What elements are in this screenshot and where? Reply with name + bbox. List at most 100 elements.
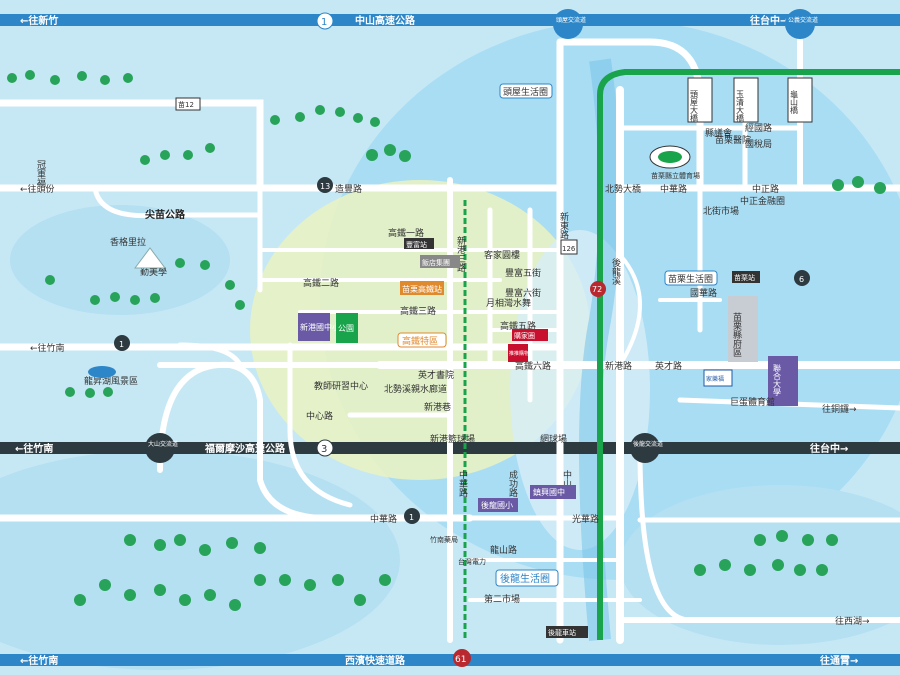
- svg-text:新港國中小: 新港國中小: [300, 322, 340, 332]
- yuqing-bridge-label: 玉清大橋: [736, 90, 745, 123]
- svg-text:豐富站: 豐富站: [406, 240, 427, 249]
- arena-poi[interactable]: 巨蛋體育館: [730, 396, 775, 408]
- trees: [7, 70, 886, 611]
- qinmei-poi[interactable]: 勤美學: [140, 266, 167, 278]
- interchange-gongyi: 公義交流道: [785, 9, 818, 39]
- road-xindong: 新東路: [558, 211, 569, 240]
- svg-text:苗栗縣府區: 苗栗縣府區: [731, 312, 742, 357]
- svg-text:公園: 公園: [338, 324, 354, 333]
- svg-text:推推購物: 推推購物: [509, 350, 529, 357]
- county-police-poi[interactable]: 國稅局: [745, 138, 772, 150]
- bottom-highway-left: ←往竹南: [20, 654, 58, 667]
- zhuoxiang-poi[interactable]: 推推購物: [508, 344, 529, 362]
- park-poi[interactable]: 公園: [336, 313, 358, 343]
- svg-text:苗12: 苗12: [178, 101, 194, 109]
- zone-tezone: 高鐵特區: [402, 335, 438, 347]
- houlong-school-poi[interactable]: 後龍國小: [478, 498, 518, 512]
- svg-text:6: 6: [799, 275, 804, 284]
- miaoli-station-poi[interactable]: 苗栗站: [732, 271, 760, 283]
- road-zhonghua: 中華路: [370, 513, 397, 525]
- zone-houlong: 後龍生活圈: [500, 572, 550, 585]
- shield-1-label: 1: [321, 17, 327, 28]
- road-network: [0, 27, 900, 644]
- second-market-poi[interactable]: 第二市場: [484, 593, 520, 605]
- highway-shield-3-icon: [316, 439, 334, 457]
- xiangge-poi[interactable]: 香格里拉: [110, 236, 146, 248]
- svg-text:頭屋交流道: 頭屋交流道: [556, 16, 586, 24]
- zone-touwu-box: [499, 83, 553, 99]
- gaojia-poi[interactable]: 購家圈: [512, 329, 548, 341]
- shield-6-icon: 6: [794, 270, 810, 286]
- road-houlong-river: 後龍溪: [610, 257, 621, 286]
- gaotie-station-poi[interactable]: 苗栗高鐵站: [400, 281, 444, 295]
- top-highway-right: 往台中→: [750, 14, 788, 27]
- road-to-tongluo: 往銅鑼→: [822, 403, 857, 415]
- stadium-field-icon: [658, 151, 682, 163]
- fengfu-station-poi[interactable]: 豐富站: [404, 238, 434, 249]
- shield-61-label: 61: [455, 655, 466, 665]
- road-gaotie3: 高鐵三路: [400, 305, 436, 317]
- tennis-poi[interactable]: 網球場: [540, 433, 567, 445]
- svg-text:飯店集團: 飯店集團: [422, 258, 450, 267]
- shield-12-icon: 苗12: [175, 97, 201, 111]
- houlong-station-poi[interactable]: 後龍車站: [546, 626, 588, 638]
- svg-text:苗栗高鐵站: 苗栗高鐵站: [402, 284, 442, 294]
- longsheng-poi[interactable]: 龍昇湖風景區: [84, 375, 138, 387]
- road-to-zhunan: ←往竹南: [30, 342, 65, 354]
- southeast-area: [620, 485, 900, 645]
- zone-touwu: 頭屋生活圈: [503, 86, 548, 98]
- taipower-poi[interactable]: 台灣電力: [458, 557, 486, 566]
- yuqing-bridge: [733, 77, 759, 123]
- xingang-lane-poi[interactable]: 新港巷: [424, 401, 451, 413]
- teacher-poi[interactable]: 教師研習中心: [314, 380, 368, 392]
- zhongxian-poi[interactable]: 縣議會: [705, 127, 732, 139]
- pharmacy-poi[interactable]: 竹南藥局: [430, 535, 458, 544]
- beishi-shui-poi[interactable]: 北勢溪親水廊道: [384, 383, 447, 395]
- hotel-poi[interactable]: 飯店集團: [420, 255, 460, 268]
- road-to-toufen: ←往頭份: [20, 183, 55, 195]
- xinhe-poi[interactable]: 鎮興國中: [530, 485, 576, 499]
- zone-miaoli-box: [664, 270, 718, 286]
- shield-1-south-icon: 1: [404, 508, 420, 524]
- road-chenggong: 成功路: [507, 469, 518, 498]
- zhongzheng-market-poi[interactable]: 中正金融圈: [740, 195, 785, 207]
- middle-highway-left: ←往竹南: [15, 442, 53, 455]
- road-jianmiao: 尖苗公路: [145, 208, 186, 221]
- yuexiang-poi[interactable]: 月相灣水舞: [486, 297, 531, 309]
- road-guangan: 光華路: [572, 513, 599, 525]
- road-zhengzheng: 中正路: [752, 183, 779, 195]
- svg-text:聯合大學: 聯合大學: [773, 363, 782, 397]
- xingang-basket-poi[interactable]: 新港籃球場: [430, 433, 475, 445]
- top-highway-left: ←往新竹: [20, 14, 58, 27]
- svg-text:公義交流道: 公義交流道: [788, 16, 818, 24]
- svg-text:大山交流道: 大山交流道: [148, 440, 178, 448]
- road-zhonghua3: 中華路: [457, 469, 468, 498]
- miaoli-stadium-poi[interactable]: 苗栗縣立體育場: [651, 171, 700, 180]
- lianhe-poi[interactable]: 聯合大學: [768, 356, 798, 406]
- shield-1-west-icon: 1: [114, 335, 130, 351]
- shield-61-icon: [453, 649, 471, 667]
- shield-13-icon: 13: [317, 177, 333, 193]
- svg-text:13: 13: [320, 182, 330, 191]
- svg-text:鎮興國中: 鎮興國中: [533, 487, 565, 497]
- beishi-market-poi[interactable]: 北街市場: [703, 205, 739, 217]
- road-beishi: 北勢大橋: [605, 183, 641, 195]
- guanxi-poi[interactable]: 冠軍福: [35, 160, 46, 188]
- xingang-school-poi[interactable]: 新港國中小: [298, 313, 340, 341]
- road-jingguo: 經國路: [745, 122, 772, 134]
- road-gaotie1: 高鐵一路: [388, 227, 424, 239]
- county-gov-poi[interactable]: 苗栗縣府區: [728, 296, 758, 362]
- road-gaofu5: 豐富五街: [505, 267, 541, 279]
- carrefour-icon[interactable]: 家樂福: [703, 369, 733, 387]
- hakka-poi[interactable]: 客家圓樓: [484, 249, 520, 261]
- svg-text:家樂福: 家樂福: [706, 375, 724, 383]
- road-gongshan: 龍山路: [490, 544, 517, 556]
- guishan-bridge: [787, 77, 813, 123]
- road-gaotie6: 高鐵六路: [515, 360, 551, 372]
- yingcai-book-poi[interactable]: 英才書院: [418, 369, 454, 381]
- road-to-xihu: 往西湖→: [835, 615, 870, 627]
- miaoli-hospital-poi[interactable]: 苗栗醫院: [715, 134, 751, 146]
- svg-text:後龍車站: 後龍車站: [548, 628, 576, 637]
- zone-tezone-box: [397, 332, 447, 348]
